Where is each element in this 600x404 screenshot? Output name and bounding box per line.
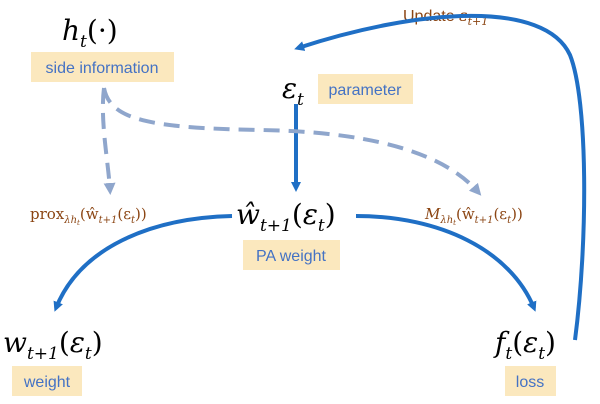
epsilon-node-math: εt bbox=[282, 72, 304, 110]
loss-label-box bbox=[505, 366, 556, 396]
pa-weight-label-box bbox=[243, 240, 340, 270]
parameter-label-box bbox=[318, 74, 413, 104]
node-pa-weight: ŵt+1(εt) PA weight bbox=[236, 198, 340, 270]
dashed-arrow-h-to-prox bbox=[100, 87, 116, 195]
pa-weight-label: PA weight bbox=[256, 248, 327, 265]
side-information-label: side information bbox=[46, 60, 159, 77]
node-side-information: ht(·) side information bbox=[31, 14, 174, 82]
prox-annotation: proxλht(ŵt+1(εt)) bbox=[30, 205, 147, 227]
parameter-label: parameter bbox=[329, 82, 403, 99]
loss-label: loss bbox=[516, 374, 544, 391]
node-loss: ft(εt) loss bbox=[493, 326, 556, 396]
node-parameter: εt parameter bbox=[282, 72, 413, 110]
h-node-math: ht(·) bbox=[62, 14, 118, 52]
w-node-math: wt+1(εt) bbox=[3, 326, 103, 364]
arrow-update-feedback bbox=[294, 13, 587, 341]
weight-label: weight bbox=[23, 374, 71, 391]
weight-label-box bbox=[12, 366, 82, 396]
w-hat-node-math: ŵt+1(εt) bbox=[236, 198, 336, 236]
moreau-annotation: Mλht(ŵt+1(εt)) bbox=[424, 205, 523, 227]
f-node-math: ft(εt) bbox=[493, 326, 556, 364]
arrow-what-to-loss bbox=[355, 214, 537, 312]
arrow-what-to-weight bbox=[53, 214, 233, 312]
side-information-label-box bbox=[31, 52, 174, 82]
node-weight: wt+1(εt) weight bbox=[3, 326, 103, 396]
dashed-arrow-h-to-moreau bbox=[102, 87, 482, 196]
